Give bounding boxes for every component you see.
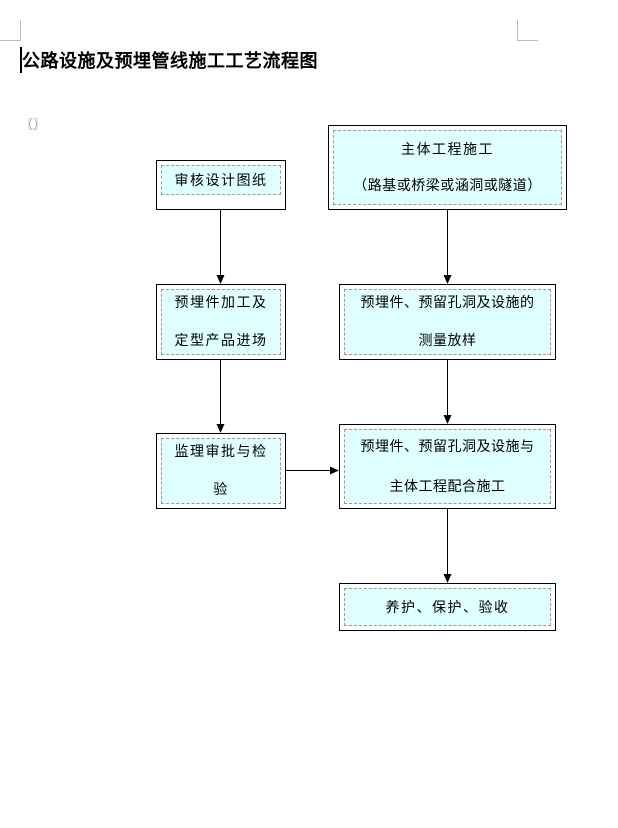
text-cursor (20, 47, 22, 73)
page-corner-mark-right (517, 20, 538, 41)
survey-layout-label-2: 测量放样 (418, 333, 477, 349)
bracket-mark: 〖〗 (22, 118, 44, 131)
main-construction-sublabel: （路基或桥梁或涵洞或隧道） (353, 177, 542, 194)
coordination-label-2: 主体工程配合施工 (389, 478, 506, 495)
page-corner-mark-left (0, 20, 21, 41)
supervisor-approval-label-1: 监理审批与检 (174, 444, 268, 460)
maintenance-label: 养护、保护、验收 (385, 600, 510, 616)
supervisor-approval-label-2: 验 (213, 482, 229, 498)
main-construction-box: 主体工程施工 （路基或桥梁或涵洞或隧道） (328, 125, 567, 210)
maintenance-box: 养护、保护、验收 (339, 583, 556, 631)
coordination-label-1: 预埋件、预留孔洞及设施与 (360, 438, 535, 455)
coordination-box: 预埋件、预留孔洞及设施与 主体工程配合施工 (339, 424, 556, 509)
supervisor-approval-box: 监理审批与检 验 (156, 433, 286, 509)
embedded-processing-label-1: 预埋件加工及 (174, 295, 268, 311)
survey-layout-label-1: 预埋件、预留孔洞及设施的 (360, 295, 535, 311)
survey-layout-box: 预埋件、预留孔洞及设施的 测量放样 (339, 284, 556, 360)
embedded-processing-box: 预埋件加工及 定型产品进场 (156, 284, 286, 360)
page-title: 公路设施及预埋管线施工工艺流程图 (22, 51, 318, 72)
review-drawings-box: 审核设计图纸 (156, 160, 286, 210)
embedded-processing-label-2: 定型产品进场 (174, 333, 268, 349)
main-construction-label: 主体工程施工 (401, 141, 494, 158)
review-drawings-label: 审核设计图纸 (174, 173, 268, 189)
